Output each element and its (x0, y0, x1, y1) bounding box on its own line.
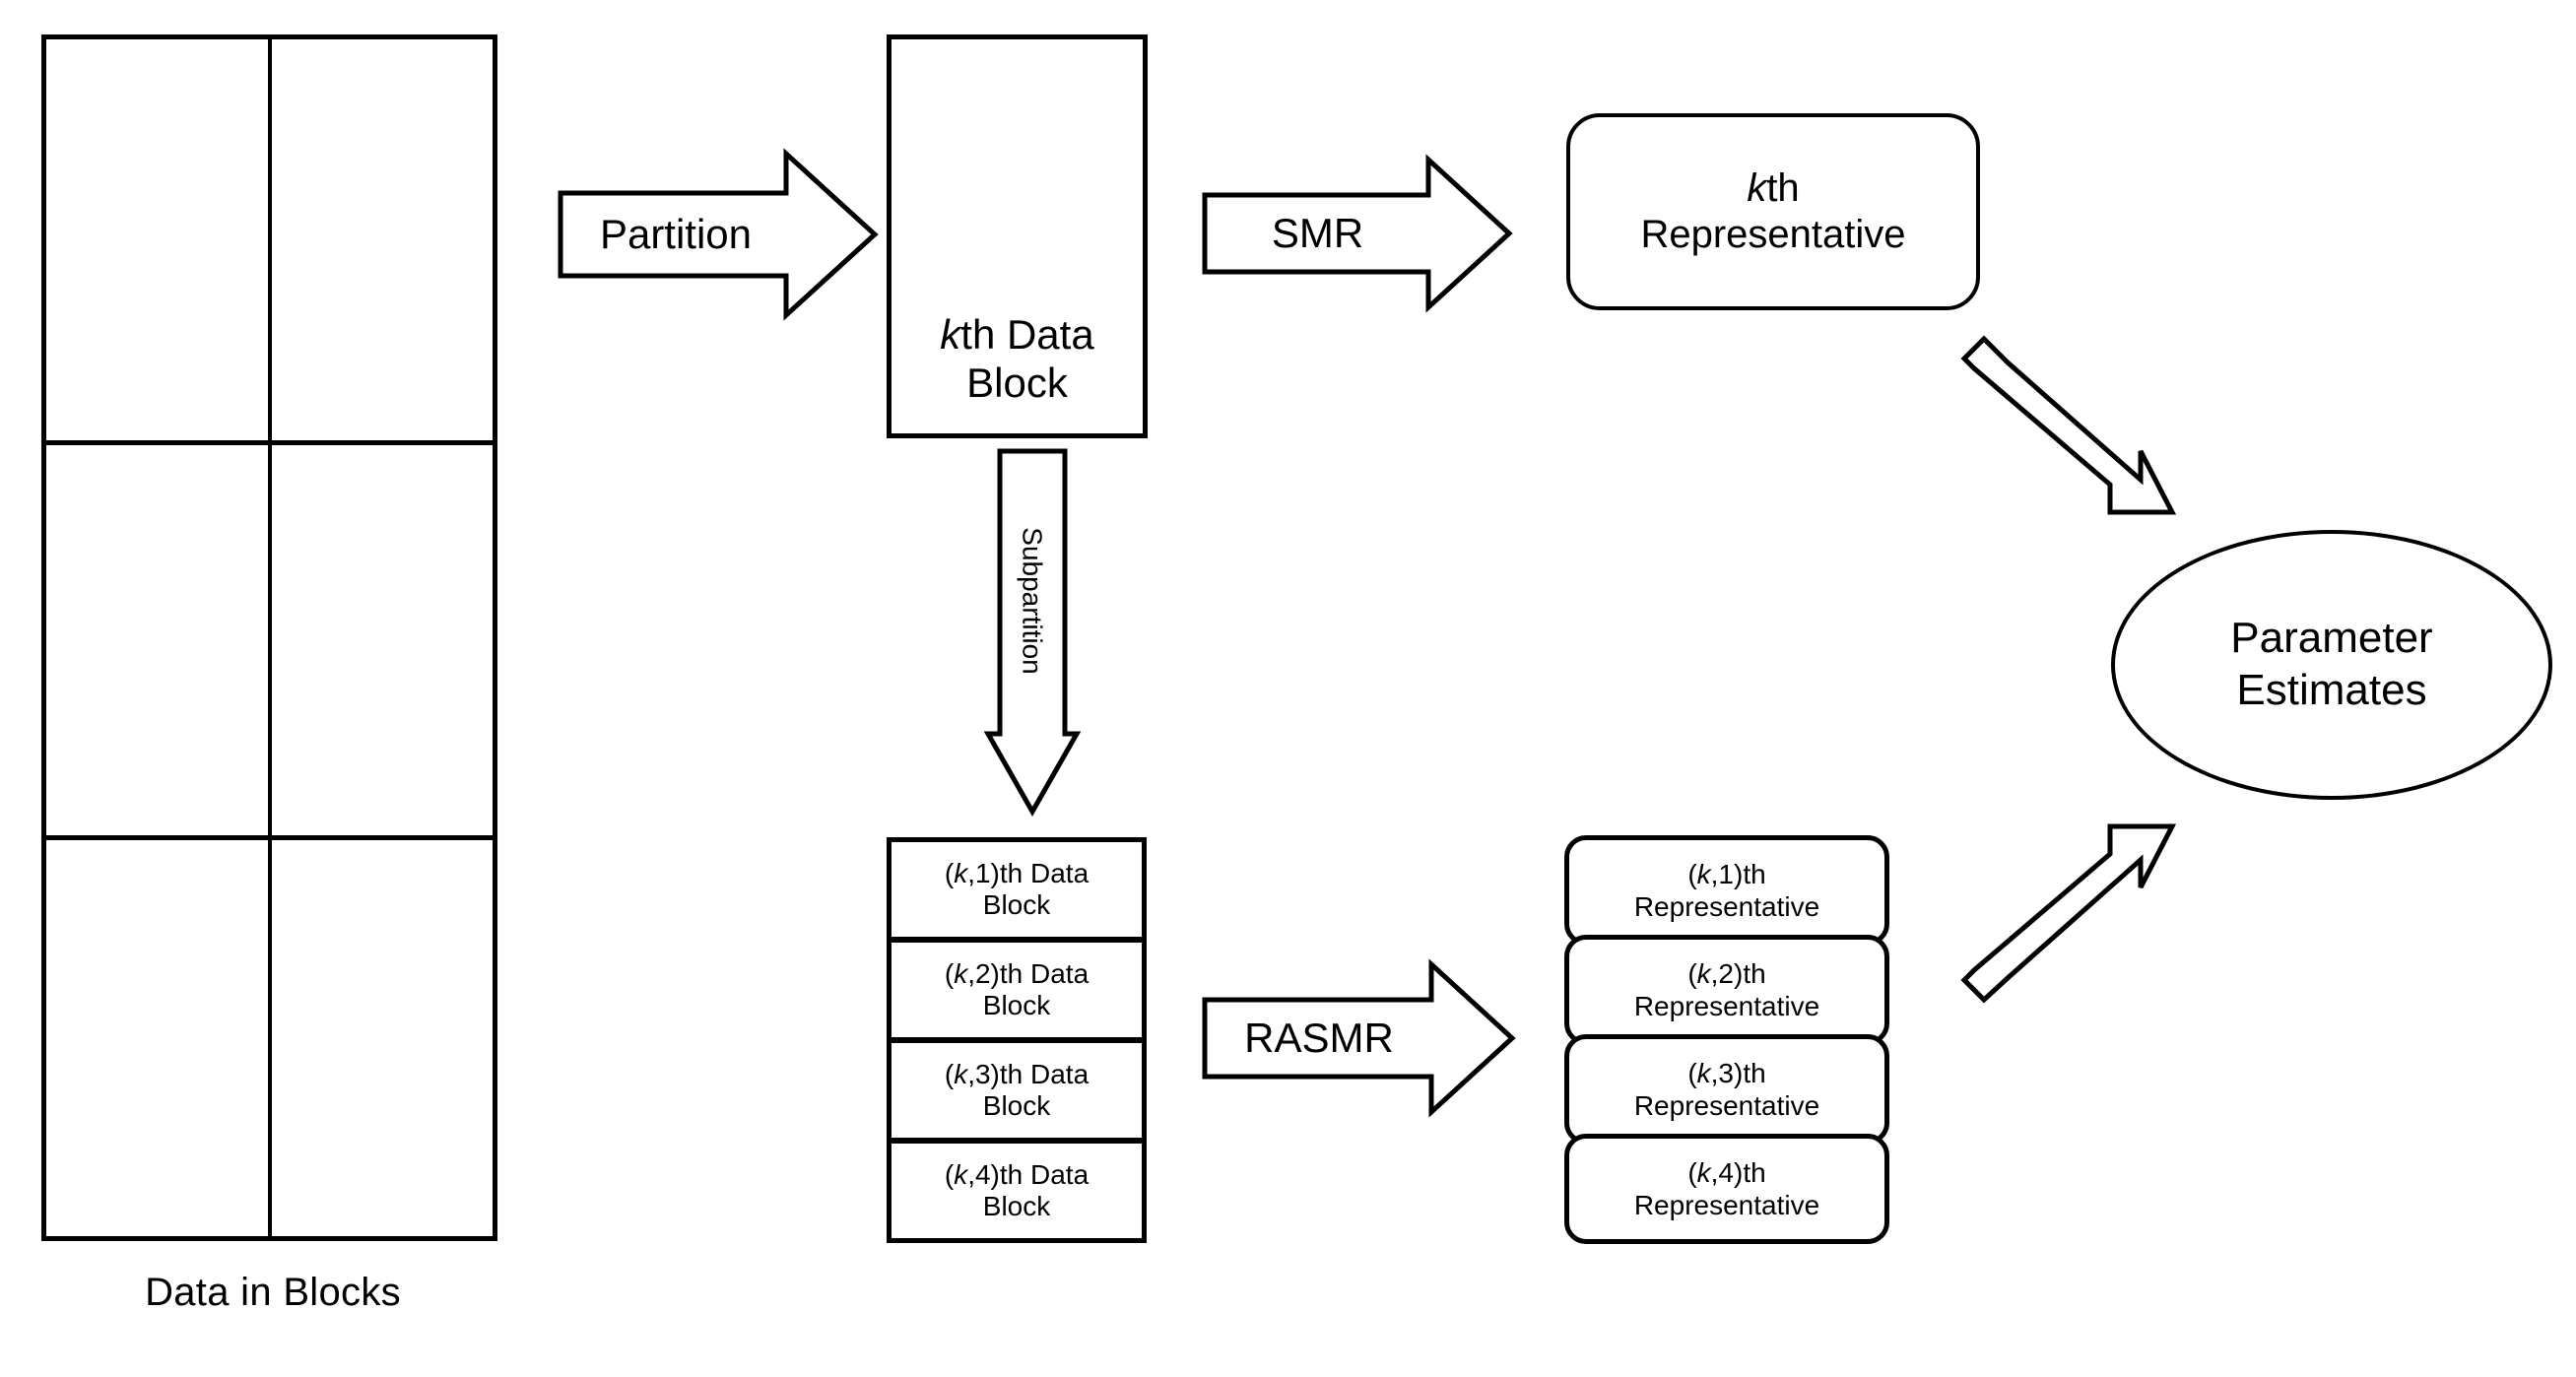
data-grid-cell (271, 834, 493, 1236)
representative-box: (k,4)th Representative (1564, 1134, 1889, 1244)
sub-data-block: (k,3)th Data Block (887, 1038, 1147, 1143)
bottom-diagonal-arrow (1960, 823, 2177, 1004)
sub-data-block: (k,2)th Data Block (887, 938, 1147, 1042)
sub-data-block-prefix: ( (944, 857, 955, 888)
sub-data-block-prefix: ( (944, 1158, 955, 1190)
kth-data-block: kth Data Block (887, 34, 1148, 438)
parameter-estimates-line2: Estimates (2236, 666, 2427, 714)
representative-line2: Representative (1633, 891, 1820, 922)
representative-suffix: ,4)th (1710, 1156, 1766, 1188)
representative-prefix: ( (1687, 1057, 1697, 1088)
data-grid-column-1 (46, 39, 268, 1236)
representative-k: k (1696, 1156, 1711, 1188)
sub-data-block-suffix: ,2)th Data (967, 957, 1090, 989)
representative-line2: Representative (1633, 1190, 1820, 1220)
sub-data-block-k: k (954, 1158, 968, 1190)
sub-data-block-k: k (954, 1058, 968, 1089)
data-grid-cell (46, 39, 268, 440)
sub-data-block: (k,1)th Data Block (887, 837, 1147, 942)
representative-line2: Representative (1633, 991, 1820, 1021)
representative-box: (k,2)th Representative (1564, 935, 1889, 1045)
data-in-blocks-caption: Data in Blocks (145, 1271, 401, 1314)
sub-data-block-line2: Block (982, 1090, 1051, 1121)
representative-prefix: ( (1687, 1156, 1697, 1188)
kth-data-block-line1: th Data (960, 310, 1094, 358)
representative-suffix: ,2)th (1710, 957, 1766, 989)
representative-line2: Representative (1633, 1090, 1820, 1121)
representative-box: (k,3)th Representative (1564, 1034, 1889, 1145)
sub-data-block-prefix: ( (944, 957, 955, 989)
data-grid-cell (46, 440, 268, 835)
data-grid-column-2 (267, 39, 494, 1236)
sub-data-block-k: k (954, 857, 968, 888)
representative-prefix: ( (1687, 957, 1697, 989)
sub-data-block: (k,4)th Data Block (887, 1139, 1147, 1243)
sub-data-block-suffix: ,1)th Data (967, 857, 1090, 888)
data-grid-cell (46, 834, 268, 1236)
data-grid-cell (271, 440, 493, 835)
representative-k: k (1696, 1057, 1711, 1088)
data-in-blocks-grid (41, 34, 497, 1241)
top-diagonal-arrow (1960, 335, 2177, 515)
kth-representative-line1: th (1766, 165, 1800, 210)
parameter-estimates-ellipse: Parameter Estimates (2111, 530, 2552, 800)
sub-data-block-line2: Block (982, 889, 1051, 920)
data-grid-cell (272, 39, 494, 440)
kth-representative-box: kth Representative (1566, 113, 1980, 310)
sub-data-block-suffix: ,3)th Data (967, 1058, 1090, 1089)
representative-stack: (k,1)th Representative (k,2)th Represent… (1564, 835, 1889, 1244)
sub-data-block-k: k (954, 957, 968, 989)
sub-data-block-prefix: ( (944, 1058, 955, 1089)
representative-box: (k,1)th Representative (1564, 835, 1889, 946)
representative-k: k (1696, 858, 1711, 889)
sub-data-block-line2: Block (982, 990, 1051, 1020)
partition-arrow (558, 148, 879, 321)
sub-data-block-line2: Block (982, 1191, 1051, 1221)
kth-representative-k: k (1747, 165, 1767, 210)
kth-data-block-k: k (940, 310, 961, 358)
subpartition-arrow (983, 448, 1082, 818)
sub-data-block-suffix: ,4)th Data (967, 1158, 1090, 1190)
representative-suffix: ,3)th (1710, 1057, 1766, 1088)
representative-k: k (1696, 957, 1711, 989)
representative-prefix: ( (1687, 858, 1697, 889)
parameter-estimates-line1: Parameter (2230, 614, 2433, 663)
sub-data-block-stack: (k,1)th Data Block (k,2)th Data Block (k… (887, 837, 1147, 1243)
kth-representative-line2: Representative (1640, 213, 1906, 256)
rasmr-arrow (1202, 958, 1516, 1118)
smr-arrow (1202, 154, 1513, 313)
representative-suffix: ,1)th (1710, 858, 1766, 889)
kth-data-block-line2: Block (966, 360, 1068, 407)
